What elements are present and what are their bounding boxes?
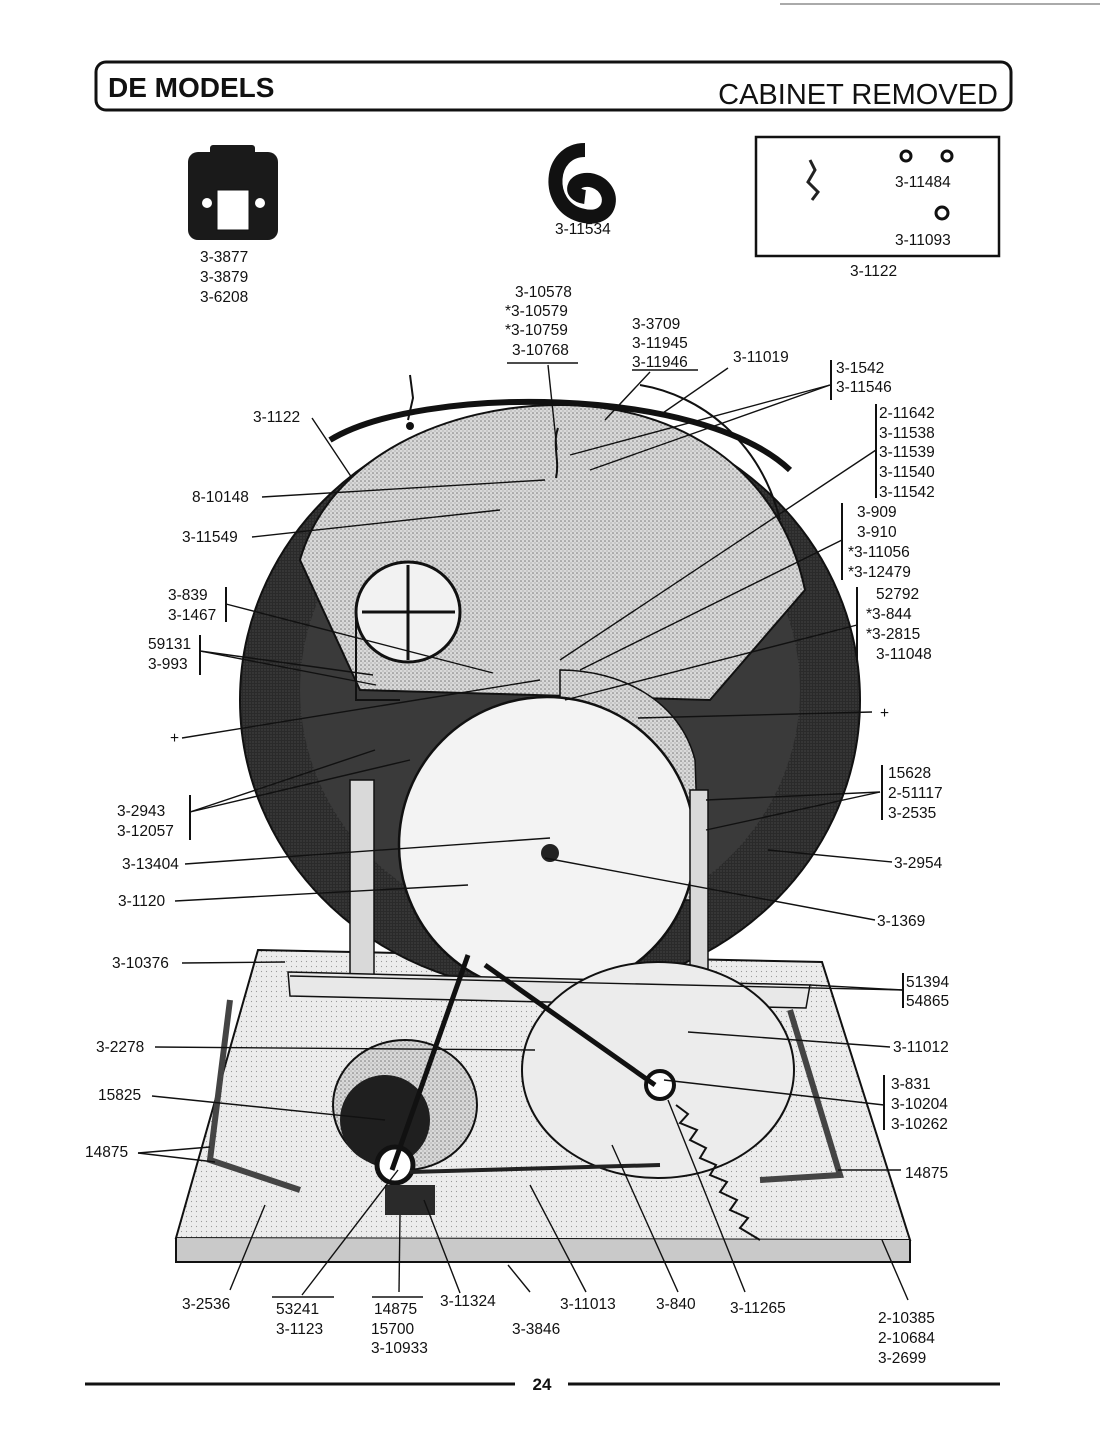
- label-belt: 3-11534: [555, 221, 611, 238]
- title-right: CABINET REMOVED: [718, 79, 998, 111]
- callout: 3-11019: [733, 349, 789, 366]
- callout: 3-11324: [440, 1293, 496, 1310]
- callout: 3-10204: [891, 1096, 948, 1113]
- callout: 3-11265: [730, 1300, 786, 1317]
- callout: 3-11540: [879, 464, 935, 481]
- washer-icon: [940, 149, 954, 163]
- title-left: DE MODELS: [108, 72, 274, 103]
- callout: 3-839: [168, 587, 208, 604]
- callout: *3-10759: [505, 322, 568, 339]
- callout: 3-1369: [877, 913, 925, 930]
- callout: 3-910: [857, 524, 897, 541]
- callout-labels: 3-10578 *3-10579 *3-10759 3-10768 3-3709…: [85, 284, 949, 1367]
- callout: 15700: [371, 1321, 414, 1338]
- callout: 3-11013: [560, 1296, 616, 1313]
- callout: 3-11549: [182, 529, 238, 546]
- callout: 3-1120: [118, 893, 165, 910]
- inset-belt-coil: 3-11534: [548, 143, 616, 238]
- callout: 14875: [374, 1301, 417, 1318]
- callout: 3-11012: [893, 1039, 949, 1056]
- callout: 15825: [98, 1087, 141, 1104]
- callout: 3-840: [656, 1296, 696, 1313]
- callout: *3-10579: [505, 303, 568, 320]
- label-control-3: 3-6208: [200, 289, 248, 306]
- callout: 3-12057: [117, 823, 174, 840]
- callout: 3-10376: [112, 955, 169, 972]
- inset-hardware-kit: 3-11484 3-11093 3-1122: [754, 135, 1001, 280]
- page-header: DE MODELS CABINET REMOVED: [94, 3, 1100, 112]
- callout: 3-2535: [888, 805, 936, 822]
- leader-lines: [137, 360, 909, 1301]
- callout: 3-11542: [879, 484, 935, 501]
- callout: 3-11945: [632, 335, 688, 352]
- callout: 3-2536: [182, 1296, 230, 1313]
- callout: 3-10768: [512, 342, 569, 359]
- callout: 2-10684: [878, 1330, 935, 1347]
- callout: 3-10262: [891, 1116, 948, 1133]
- callout: 3-831: [891, 1076, 931, 1093]
- inset-control-box: 3-3877 3-3879 3-6208: [188, 145, 278, 306]
- callout: 52792: [876, 586, 919, 603]
- callout: 3-11546: [836, 379, 892, 396]
- callout: 3-1467: [168, 607, 216, 624]
- page-footer: 24: [85, 1375, 1000, 1394]
- header-frame: [94, 60, 1013, 112]
- callout: +: [880, 705, 889, 722]
- callout: *3-12479: [848, 564, 911, 581]
- callout: 3-13404: [122, 856, 179, 873]
- label-kit-a: 3-11484: [895, 174, 951, 191]
- callout: 3-1542: [836, 360, 884, 377]
- callout: 3-2954: [894, 855, 943, 872]
- label-kit-box: 3-1122: [850, 263, 897, 280]
- callout: +: [170, 730, 179, 747]
- drive-motor: [332, 1039, 478, 1215]
- callout: 3-3709: [632, 316, 680, 333]
- dryer-illustration: [174, 374, 912, 1263]
- callout: 3-2943: [117, 803, 165, 820]
- callout: 3-909: [857, 504, 897, 521]
- label-control-2: 3-3879: [200, 269, 248, 286]
- callout: 54865: [906, 993, 949, 1010]
- callout: 2-11642: [879, 405, 935, 422]
- callout: 3-10578: [515, 284, 572, 301]
- front-bulkhead: [298, 403, 807, 702]
- label-kit-b: 3-11093: [895, 232, 951, 249]
- callout: *3-2815: [866, 626, 920, 643]
- callout: 14875: [85, 1144, 128, 1161]
- callout: 3-2699: [878, 1350, 926, 1367]
- callout: 51394: [906, 974, 949, 991]
- callout: 15628: [888, 765, 931, 782]
- page-number: 24: [533, 1375, 552, 1394]
- callout: *3-844: [866, 606, 912, 623]
- nut-icon: [934, 205, 950, 221]
- callout: 53241: [276, 1301, 319, 1318]
- label-control-1: 3-3877: [200, 249, 248, 266]
- callout: 14875: [905, 1165, 948, 1182]
- callout: 3-11538: [879, 425, 935, 442]
- callout: 2-51117: [888, 785, 943, 802]
- callout: 3-2278: [96, 1039, 144, 1056]
- callout: 59131: [148, 636, 191, 653]
- callout: 3-1123: [276, 1321, 323, 1338]
- callout: 3-10933: [371, 1340, 428, 1357]
- callout: 3-993: [148, 656, 188, 673]
- callout: 2-10385: [878, 1310, 935, 1327]
- callout: 3-3846: [512, 1321, 560, 1338]
- callout: 8-10148: [192, 489, 249, 506]
- callout: 3-11539: [879, 444, 935, 461]
- callout: 3-11946: [632, 354, 688, 371]
- callout: 3-11048: [876, 646, 932, 663]
- washer-icon: [899, 149, 913, 163]
- callout: *3-11056: [848, 544, 910, 561]
- callout: 3-1122: [253, 409, 300, 426]
